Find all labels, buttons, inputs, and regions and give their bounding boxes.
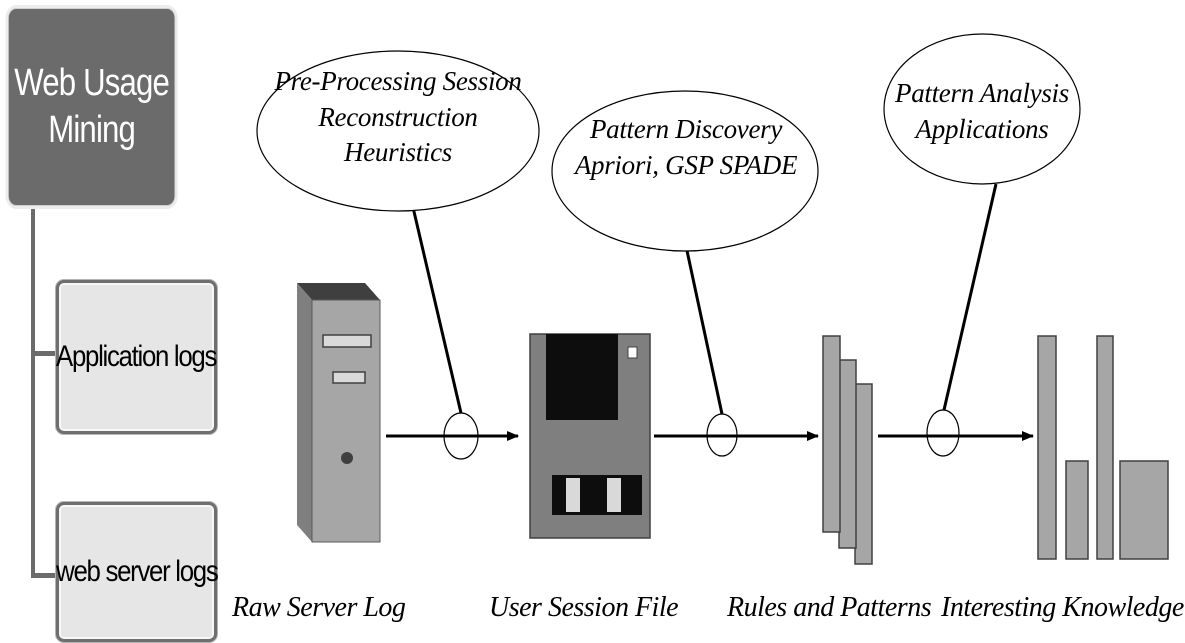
root-label-line2: Mining — [48, 109, 136, 151]
floppy-disk-icon — [529, 333, 651, 539]
web-server-logs-label: web server logs — [55, 555, 219, 588]
callout-preprocessing-line2: Reconstruction — [318, 101, 478, 132]
stacked-pages-icon — [822, 335, 873, 565]
stage-caption-raw-server-log: Raw Server Log — [232, 592, 406, 623]
callout-bubble-pattern-analysis — [883, 33, 1081, 185]
step-node-pattern-analysis — [926, 409, 960, 457]
callout-discovery-line2: Apriori, GSP SPADE — [574, 149, 798, 180]
server-tower-icon — [297, 283, 381, 543]
callout-preprocessing-line1: Pre-Processing Session — [274, 66, 522, 96]
callout-line-preprocessing — [410, 202, 463, 414]
web-server-logs-box: web server logs — [55, 502, 219, 642]
callout-text-pattern-analysis: Pattern Analysis Applications — [886, 76, 1078, 147]
application-logs-box: Application logs — [56, 280, 218, 434]
callout-text-pattern-discovery: Pattern Discovery Apriori, GSP SPADE — [556, 112, 816, 183]
stage-caption-interesting-knowledge: Interesting Knowledge — [941, 592, 1184, 623]
callout-line-pattern-analysis — [942, 183, 998, 411]
application-logs-label: Application logs — [56, 340, 217, 373]
callout-analysis-line1: Pattern Analysis — [895, 78, 1069, 108]
tree-connector-webserver — [31, 573, 57, 578]
web-usage-mining-box: Web Usage Mining — [8, 8, 176, 206]
bar-graph-icon — [1037, 335, 1169, 560]
stage-caption-user-session-file: User Session File — [489, 592, 679, 623]
tree-connector-vertical — [31, 205, 35, 577]
callout-bubble-preprocessing — [256, 50, 540, 212]
root-label-line1: Web Usage — [14, 61, 170, 104]
callout-bubble-pattern-discovery — [551, 90, 819, 252]
tree-connector-application — [31, 351, 57, 356]
callout-preprocessing-line3: Heuristics — [344, 137, 452, 168]
callout-discovery-line1: Pattern Discovery — [589, 114, 783, 144]
stage-caption-rules-and-patterns: Rules and Patterns — [727, 592, 932, 623]
callout-line-pattern-discovery — [684, 245, 724, 415]
callout-text-preprocessing: Pre-Processing Session Reconstruction He… — [258, 64, 538, 171]
callout-analysis-line2: Applications — [915, 113, 1049, 144]
